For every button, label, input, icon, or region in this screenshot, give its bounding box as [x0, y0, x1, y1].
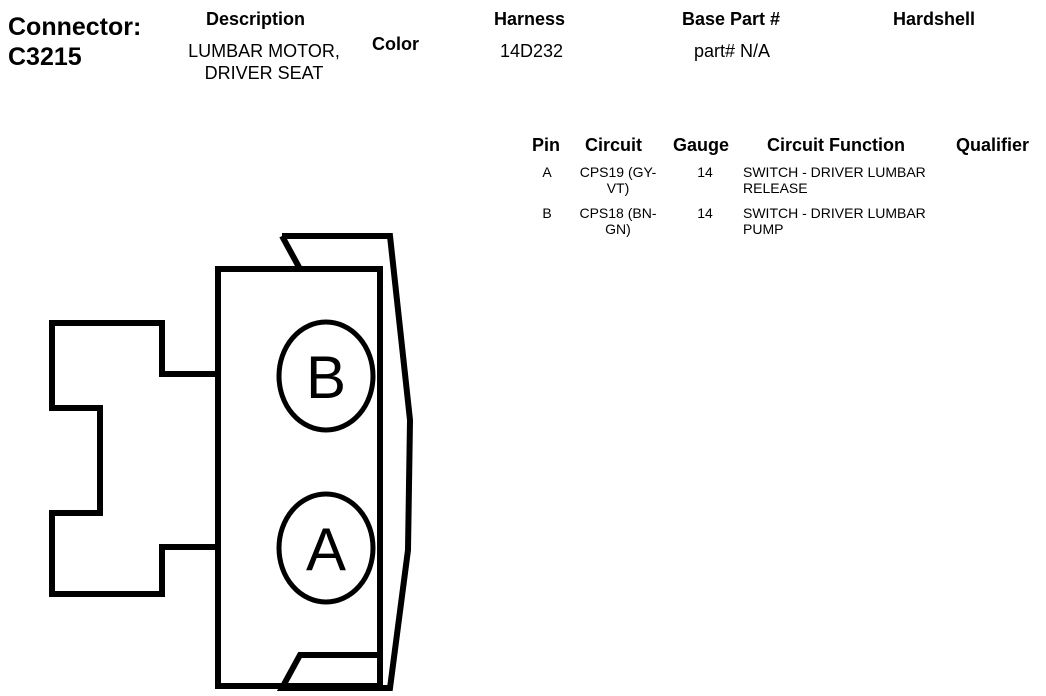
connector-title: Connector: C3215 [8, 12, 141, 72]
hardshell-header: Hardshell [893, 9, 976, 29]
row-b-function-line-2: PUMP [743, 221, 784, 237]
row-b-circuit-line-1: CPS18 (BN- [579, 205, 657, 221]
row-b-gauge: 14 [697, 205, 713, 221]
row-a-function: SWITCH - DRIVER LUMBAR RELEASE [743, 164, 926, 196]
description-line-2: DRIVER SEAT [204, 63, 324, 83]
col-header-qualifier: Qualifier [956, 135, 1030, 155]
row-b-function-line-1: SWITCH - DRIVER LUMBAR [743, 205, 926, 221]
row-b-function: SWITCH - DRIVER LUMBAR PUMP [743, 205, 926, 237]
row-a-circuit-line-2: VT) [606, 180, 630, 196]
row-b-circuit-line-2: GN) [605, 221, 631, 237]
pin-label-b: B [306, 344, 346, 411]
row-b-circuit: CPS18 (BN- GN) [570, 205, 666, 237]
row-a-circuit: CPS19 (GY- VT) [570, 164, 666, 196]
col-header-pin: Pin [532, 135, 561, 155]
row-a-function-line-1: SWITCH - DRIVER LUMBAR [743, 164, 926, 180]
harness-value: 14D232 [500, 41, 564, 61]
row-b-pin: B [542, 205, 552, 221]
row-a-function-line-2: RELEASE [743, 180, 808, 196]
connector-label: Connector: [8, 13, 142, 41]
description-line-1: LUMBAR MOTOR, [188, 41, 340, 61]
col-header-circuit: Circuit [585, 135, 643, 155]
row-a-pin: A [542, 164, 552, 180]
row-a-gauge: 14 [697, 164, 713, 180]
base-part-header: Base Part # [682, 9, 781, 29]
pin-label-a: A [306, 516, 346, 583]
color-header: Color [372, 34, 419, 54]
connector-latch-outline [49, 320, 218, 597]
description-value: LUMBAR MOTOR, DRIVER SEAT [176, 40, 352, 84]
connector-shroud [276, 233, 414, 691]
connector-id: C3215 [8, 43, 82, 71]
description-header: Description [206, 9, 306, 29]
pin-cavity-a [276, 491, 376, 605]
row-a-circuit-line-1: CPS19 (GY- [579, 164, 657, 180]
base-part-value: part# N/A [694, 41, 771, 61]
harness-header: Harness [494, 9, 566, 29]
col-header-gauge: Gauge [673, 135, 730, 155]
pin-cavity-b [276, 319, 376, 433]
col-header-circuit-function: Circuit Function [767, 135, 905, 155]
